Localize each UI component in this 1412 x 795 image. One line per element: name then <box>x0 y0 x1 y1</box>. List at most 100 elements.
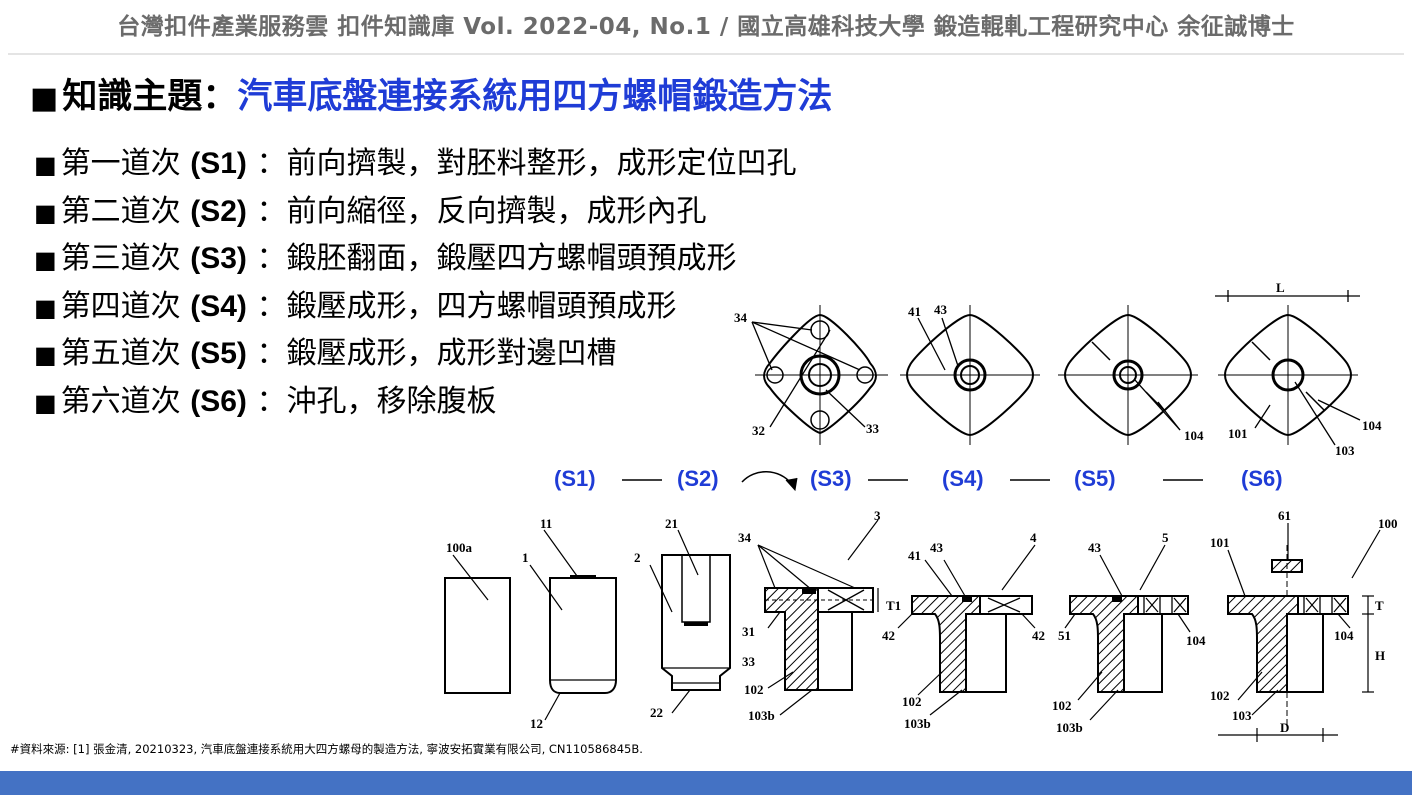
step-item: ■第五道次 (S5) ：鍛壓成形，成形對邊凹槽 <box>34 330 796 378</box>
label-104: 104 <box>1184 428 1204 443</box>
step-item: ■第六道次 (S6) ：沖孔，移除腹板 <box>34 378 796 426</box>
label-34: 34 <box>738 530 752 545</box>
step-name: 第一道次 <box>60 146 181 181</box>
s5-top-view <box>1058 305 1198 445</box>
label-32: 32 <box>752 423 765 438</box>
label-43: 43 <box>930 540 944 555</box>
label-33: 33 <box>866 421 880 436</box>
bullet-square: ■ <box>34 293 57 322</box>
label-103: 103 <box>1335 443 1355 458</box>
step-item: ■第四道次 (S4) ：鍛壓成形，四方螺帽頭預成形 <box>34 283 796 331</box>
bullet-square: ■ <box>34 388 57 417</box>
step-label-s3: (S3) <box>810 466 852 491</box>
label-5: 5 <box>1162 530 1169 545</box>
bullet-square: ■ <box>34 151 57 179</box>
label-11: 11 <box>540 516 552 531</box>
bullet-square: ■ <box>30 81 59 116</box>
label-100: 100 <box>1378 516 1398 531</box>
label-31: 31 <box>742 624 755 639</box>
step-desc: ：前向縮徑，反向擠製，成形內孔 <box>256 193 707 229</box>
label-T1: T1 <box>886 598 901 613</box>
label-103: 103 <box>1232 708 1252 723</box>
topic-title: 汽車底盤連接系統用四方螺帽鍛造方法 <box>237 77 833 117</box>
step-label-s6: (S6) <box>1241 466 1283 491</box>
s6-section <box>1218 523 1381 742</box>
step-name: 第六道次 <box>60 383 181 419</box>
label-41: 41 <box>908 548 921 563</box>
s1-billet <box>444 577 511 694</box>
bullet-square: ■ <box>34 198 57 227</box>
label-L: L <box>1276 280 1285 295</box>
label-104: 104 <box>1334 628 1354 643</box>
label-33: 33 <box>742 654 756 669</box>
step-code: (S6) <box>190 384 247 418</box>
label-3: 3 <box>874 508 881 523</box>
s2-section <box>649 529 731 714</box>
label-102: 102 <box>1210 688 1230 703</box>
label-22: 22 <box>650 705 663 720</box>
step-code: (S5) <box>190 337 247 370</box>
s5-section <box>1064 544 1191 721</box>
step-label-s2: (S2) <box>677 466 719 491</box>
label-101: 101 <box>1210 535 1230 550</box>
bullet-square: ■ <box>34 341 57 369</box>
bullet-square: ■ <box>34 246 57 274</box>
label-42: 42 <box>1032 628 1045 643</box>
label-51: 51 <box>1058 628 1071 643</box>
knowledge-topic: ■知識主題：汽車底盤連接系統用四方螺帽鍛造方法 <box>30 68 832 118</box>
step-item: ■第二道次 (S2) ：前向縮徑，反向擠製，成形內孔 <box>34 188 796 236</box>
label-41: 41 <box>908 304 921 319</box>
label-1: 1 <box>522 550 529 565</box>
label-61: 61 <box>1278 508 1291 523</box>
label-43: 43 <box>934 302 948 317</box>
step-label-s5: (S5) <box>1074 466 1116 491</box>
label-101: 101 <box>1228 426 1248 441</box>
s4-top-view <box>900 305 1040 445</box>
label-102: 102 <box>1052 698 1072 713</box>
label-102: 102 <box>744 682 764 697</box>
label-102: 102 <box>902 694 922 709</box>
step-desc: ：鍛壓成形，四方螺帽頭預成形 <box>256 288 677 324</box>
label-42: 42 <box>882 628 895 643</box>
label-104: 104 <box>1186 633 1206 648</box>
step-code: (S1) <box>190 147 247 180</box>
label-100a: 100a <box>446 540 473 555</box>
s3-top-view <box>751 305 888 445</box>
step-desc: ：沖孔，移除腹板 <box>256 383 497 419</box>
curved-arrow-icon <box>741 471 793 485</box>
source-citation: #資料來源: [1] 張金清, 20210323, 汽車底盤連接系統用大四方螺母… <box>10 742 643 756</box>
step-code: (S4) <box>190 289 247 323</box>
label-2: 2 <box>634 550 641 565</box>
step-list: ■第一道次 (S1) ：前向擠製，對胚料整形，成形定位凹孔 ■第二道次 (S2)… <box>34 140 796 425</box>
bottom-bar <box>0 771 1412 795</box>
step-name: 第二道次 <box>60 193 181 229</box>
s4-section <box>897 544 1036 716</box>
label-21: 21 <box>665 516 678 531</box>
label-103b: 103b <box>904 716 931 731</box>
step-desc: ：鍛壓成形，成形對邊凹槽 <box>256 336 617 371</box>
step-name: 第三道次 <box>60 241 181 276</box>
step-label-s1: (S1) <box>554 466 596 491</box>
step-item: ■第一道次 (S1) ：前向擠製，對胚料整形，成形定位凹孔 <box>34 140 796 188</box>
label-H: H <box>1375 648 1385 663</box>
step-name: 第五道次 <box>60 336 181 371</box>
step-label-s4: (S4) <box>942 466 984 491</box>
label-104: 104 <box>1362 418 1382 433</box>
step-code: (S2) <box>190 194 247 228</box>
label-103b: 103b <box>748 708 775 723</box>
label-43: 43 <box>1088 540 1102 555</box>
label-4: 4 <box>1030 530 1037 545</box>
topic-prefix: 知識主題： <box>62 77 238 117</box>
label-103b: 103b <box>1056 720 1083 735</box>
slide-header: 台灣扣件產業服務雲 扣件知識庫 Vol. 2022-04, No.1 / 國立高… <box>117 14 1295 40</box>
label-D: D <box>1280 720 1289 735</box>
s6-top-view <box>1215 290 1361 446</box>
label-34: 34 <box>734 310 748 325</box>
step-desc: ：鍛胚翻面，鍛壓四方螺帽頭預成形 <box>256 241 737 276</box>
s1-section <box>529 529 617 721</box>
s3-section <box>757 519 879 716</box>
label-12: 12 <box>530 716 543 731</box>
step-name: 第四道次 <box>60 288 181 324</box>
step-desc: ：前向擠製，對胚料整形，成形定位凹孔 <box>256 146 797 181</box>
